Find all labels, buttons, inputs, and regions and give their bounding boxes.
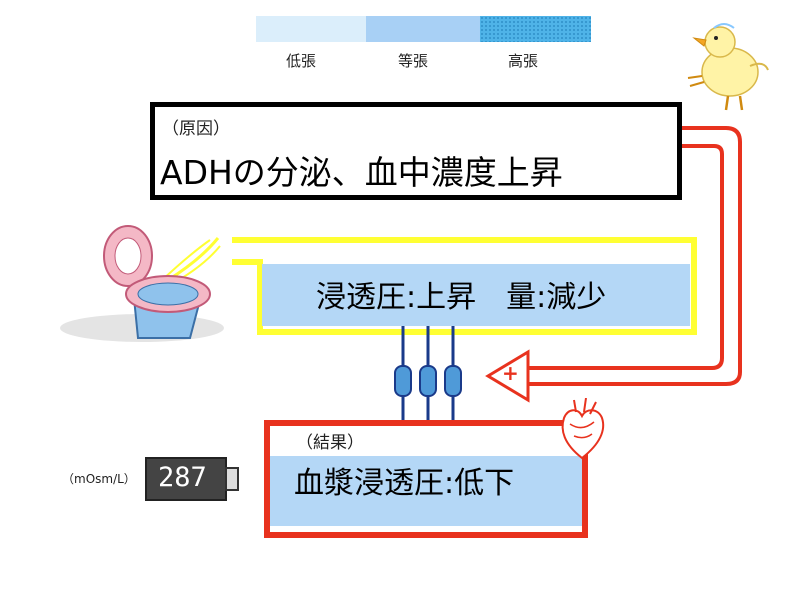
aquaporin-channels — [394, 365, 462, 397]
channel-plus-sign-2: + — [422, 429, 432, 442]
legend-swatch-iso — [366, 16, 480, 42]
legend-swatch-low — [256, 16, 366, 42]
meter-value: 287 — [158, 462, 207, 493]
chick-icon — [687, 23, 769, 111]
aquaporin-channel-2 — [419, 365, 437, 397]
feedback-plus-sign: + — [502, 361, 519, 385]
legend-swatch-high — [480, 16, 591, 42]
legend-label-high: 高張 — [508, 52, 539, 70]
meter-device — [145, 457, 239, 501]
cause-tag: （原因） — [162, 119, 230, 139]
heart-icon — [561, 398, 605, 460]
cause-text: ADHの分泌、血中濃度上昇 — [160, 153, 563, 192]
channel-plus-sign-1: + — [397, 429, 407, 442]
urine-box — [262, 264, 690, 326]
feedback-loop-line — [520, 126, 742, 386]
legend-label-iso: 等張 — [398, 52, 429, 70]
cause-box — [150, 102, 682, 200]
legend-label-low: 低張 — [286, 52, 317, 70]
result-tag: （結果） — [296, 433, 364, 453]
urine-text: 浸透圧:上昇 量:減少 — [316, 280, 607, 315]
urine-yellow-outline — [232, 237, 697, 335]
channel-plus-sign-3: + — [447, 429, 457, 442]
toilet-icon — [60, 225, 224, 342]
result-text: 血漿浸透圧:低下 — [294, 466, 515, 501]
meter-unit: （mOsm/L） — [62, 472, 136, 486]
feedback-arrow-head — [485, 349, 530, 403]
aquaporin-channel-1 — [394, 365, 412, 397]
result-fluid — [270, 456, 582, 526]
aquaporin-channel-3 — [444, 365, 462, 397]
